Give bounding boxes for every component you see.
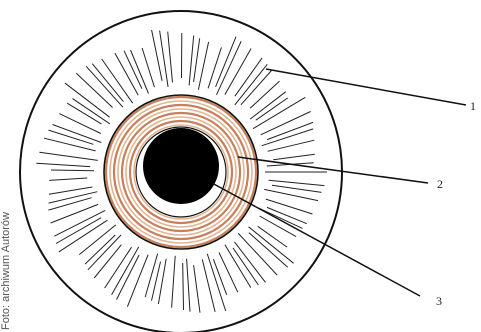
radial-fiber (168, 32, 173, 83)
radial-fiber (59, 114, 101, 134)
radial-fiber (65, 83, 110, 117)
label-part-2: 2 (437, 177, 443, 191)
radial-fiber (183, 263, 184, 310)
radial-fiber (85, 235, 115, 264)
radial-fiber (145, 254, 157, 297)
radial-fiber (194, 38, 200, 82)
radial-fiber (262, 129, 313, 146)
radial-fiber (48, 198, 91, 210)
radial-fiber (253, 97, 305, 128)
radial-fiber (250, 92, 286, 119)
radial-fiber (73, 99, 110, 124)
radial-fiber (49, 187, 92, 194)
leader-line-2 (238, 157, 428, 183)
radial-fiber (261, 112, 311, 135)
radial-fiber (241, 71, 272, 105)
radial-fiber (208, 47, 221, 88)
radial-fiber (127, 255, 148, 307)
radial-fiber (216, 37, 236, 87)
radial-fiber (189, 36, 194, 86)
radial-fiber (249, 227, 294, 263)
radial-fiber (250, 81, 279, 108)
radial-fiber (266, 199, 313, 214)
radial-fiber (86, 66, 123, 107)
core (143, 128, 219, 204)
radial-fiber (272, 185, 322, 192)
radial-fiber (39, 152, 97, 160)
radial-fiber (36, 163, 90, 166)
radial-fiber (94, 245, 121, 278)
radial-fiber (152, 262, 161, 301)
radial-fiber (219, 253, 238, 293)
radial-fiber (56, 218, 101, 244)
radial-fiber (88, 235, 121, 270)
radial-fiber (54, 210, 105, 236)
radial-fiber (160, 31, 169, 87)
radial-fiber (269, 180, 325, 185)
radial-fiber (202, 259, 215, 312)
photo-credit: Foto: archiwum Autorów (0, 212, 12, 330)
radial-fiber (194, 265, 200, 313)
radial-fiber (235, 242, 266, 283)
radial-fiber (235, 64, 267, 105)
radial-fiber (44, 138, 96, 151)
radial-fiber (235, 58, 262, 96)
radial-fiber (51, 170, 94, 171)
radial-fiber (207, 254, 225, 311)
radial-fiber (59, 220, 108, 252)
label-part-3: 3 (436, 294, 442, 308)
leader-line-1 (266, 69, 466, 105)
radial-fiber (249, 233, 288, 268)
radial-fiber (49, 178, 87, 180)
radial-fiber (273, 154, 315, 160)
radial-fiber (187, 259, 190, 312)
label-part-1: 1 (470, 99, 476, 113)
radial-fiber (225, 245, 251, 288)
radial-fiber (117, 255, 140, 300)
radial-fiber (172, 256, 176, 308)
radial-fiber (198, 42, 208, 90)
